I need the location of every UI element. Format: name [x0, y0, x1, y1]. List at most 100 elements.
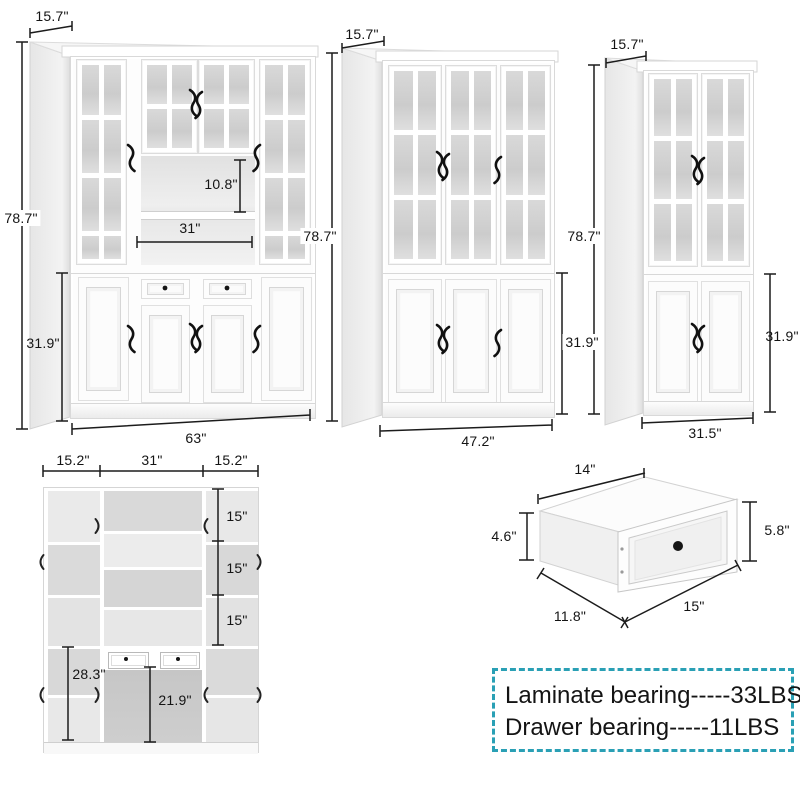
door-handle — [252, 143, 262, 173]
glass-pane — [104, 235, 121, 259]
door-handle — [435, 323, 445, 353]
panel-door — [141, 305, 190, 403]
door-handle — [696, 324, 706, 354]
glass-pane — [287, 65, 305, 116]
glass-pane — [229, 109, 249, 148]
lower-opening — [104, 670, 202, 742]
glass-pane — [172, 65, 192, 104]
glass-pane — [104, 120, 121, 173]
dim-line-cab63-niche-width — [136, 236, 253, 248]
hinge-mark — [256, 687, 262, 703]
glass-door — [259, 59, 311, 265]
drawer-knob — [673, 541, 683, 551]
door-handle — [435, 150, 445, 180]
cabinet-47 — [382, 60, 555, 418]
dim-line-cab31-width — [641, 412, 754, 429]
glass-pane — [451, 71, 469, 131]
laminate-bearing-text: Laminate bearing-----33LBS — [505, 682, 800, 709]
glass-door — [141, 59, 198, 154]
dim-line-drawer-front-h — [742, 501, 757, 562]
dim-line-cab31-depth — [605, 51, 647, 68]
glass-pane — [728, 203, 744, 261]
glass-pane — [204, 65, 224, 104]
glass-door — [388, 65, 442, 265]
hinge-mark — [39, 687, 45, 703]
base-kickboard — [383, 402, 554, 417]
drawer-3d — [538, 476, 739, 593]
dimension-lines — [16, 21, 776, 743]
dim-line-cab47-lower — [556, 272, 568, 415]
glass-pane — [265, 235, 283, 259]
dim-line-cab47-width — [379, 419, 553, 437]
dim-line-interior-shelves — [212, 488, 224, 646]
glass-pane — [82, 177, 99, 231]
glass-pane — [104, 177, 121, 231]
dim-line-drawer-depth — [536, 567, 629, 629]
load-capacity-box: Laminate bearing-----33LBS Drawer bearin… — [492, 668, 800, 752]
glass-pane — [506, 71, 523, 131]
glass-door — [701, 73, 750, 267]
door-handle — [441, 152, 451, 182]
panel-door — [500, 279, 551, 403]
shelf-cubby — [48, 698, 100, 742]
glass-pane — [728, 79, 744, 137]
panel-door — [261, 277, 312, 401]
cabinet-31-carcass — [604, 57, 758, 426]
glass-pane — [417, 135, 436, 195]
glass-pane — [82, 65, 99, 116]
shelf-cubby — [48, 491, 100, 542]
dim-line-cab63-depth — [29, 21, 73, 38]
door-handle — [252, 324, 262, 354]
dim-line-cab63-width — [71, 409, 311, 435]
glass-pane — [147, 65, 167, 104]
glass-pane — [707, 141, 723, 199]
glass-pane — [654, 141, 671, 199]
dim-line-cab63-niche-height — [234, 159, 246, 213]
door-handle — [126, 324, 136, 354]
glass-door — [76, 59, 127, 265]
door-handle — [696, 156, 706, 186]
glass-pane — [675, 203, 692, 261]
shelf-cubby — [48, 649, 100, 695]
glass-pane — [728, 141, 744, 199]
glass-pane — [265, 177, 283, 231]
dim-line-cab31-height — [588, 64, 600, 415]
dim-line-interior-left — [62, 646, 74, 741]
shelf-cubby — [206, 545, 258, 595]
door-handle — [690, 322, 700, 352]
drawer-knob — [162, 285, 168, 291]
drawer-knob — [176, 657, 180, 661]
glass-door — [445, 65, 497, 265]
glass-pane — [265, 65, 283, 116]
panel-door — [445, 279, 497, 403]
glass-pane — [473, 135, 491, 195]
hinge-mark — [256, 554, 262, 570]
interior-drawer — [160, 652, 200, 669]
door-handle — [188, 322, 198, 352]
shelf-cubby — [104, 570, 202, 607]
hinge-mark — [203, 687, 209, 703]
dim-line-drawer-side-h — [519, 512, 534, 561]
glass-pane — [528, 135, 545, 195]
glass-pane — [394, 71, 413, 131]
glass-pane — [287, 120, 305, 173]
dim-line-interior-widths — [42, 465, 259, 477]
door-handle — [441, 325, 451, 355]
glass-pane — [675, 141, 692, 199]
glass-pane — [451, 199, 469, 259]
glass-door — [500, 65, 551, 265]
glass-pane — [394, 135, 413, 195]
drawer-knob — [224, 285, 230, 291]
dim-line-cab63-height — [16, 41, 28, 430]
shelf-cubby — [48, 598, 100, 646]
glass-pane — [675, 79, 692, 137]
shelf-cubby — [104, 491, 202, 531]
glass-pane — [147, 109, 167, 148]
dim-line-interior-opening — [144, 666, 156, 743]
glass-pane — [473, 199, 491, 259]
drawer-knobs — [124, 285, 230, 661]
cabinet-63 — [70, 56, 316, 419]
glass-door — [198, 59, 255, 154]
